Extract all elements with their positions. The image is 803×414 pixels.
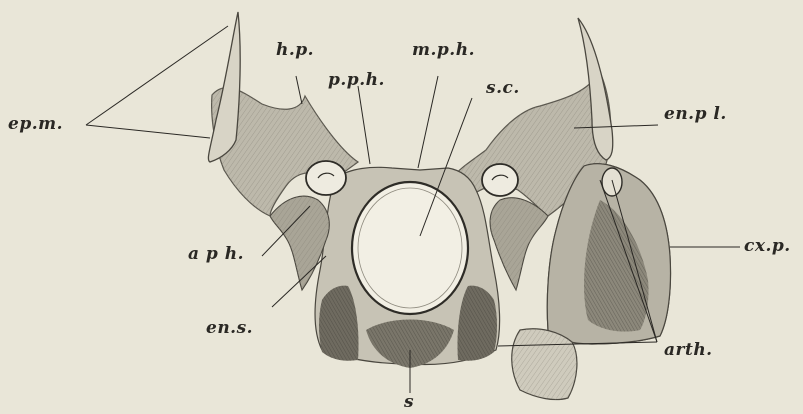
articulation-knob [602, 168, 622, 196]
label-p-p-h: p.p.h. [328, 70, 385, 90]
label-cx-p: cx.p. [744, 236, 791, 256]
left-spine [208, 12, 240, 162]
label-en-s: en.s. [206, 318, 253, 338]
label-aph: a p h. [188, 244, 244, 264]
right-foramen [482, 164, 518, 196]
label-s: s [404, 392, 414, 412]
spinal-canal [352, 182, 468, 314]
label-arth: arth. [664, 340, 713, 360]
label-ep-m: ep.m. [8, 114, 63, 134]
label-h-p: h.p. [276, 40, 314, 60]
label-en-pl: en.p l. [664, 104, 727, 124]
label-s-c: s.c. [486, 78, 520, 98]
left-foramen [306, 161, 346, 195]
label-m-p-h: m.p.h. [412, 40, 475, 60]
